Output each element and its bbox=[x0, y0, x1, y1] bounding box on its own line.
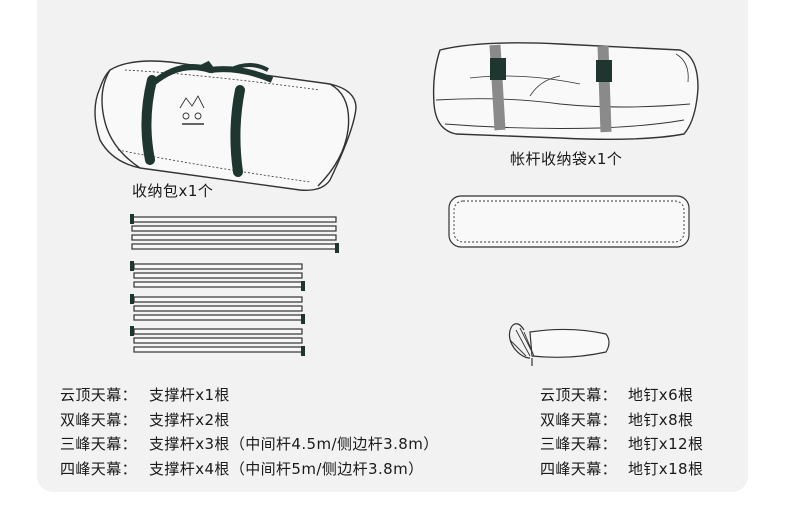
tent-type: 云顶天幕： bbox=[540, 386, 618, 404]
tent-type: 双峰天幕： bbox=[540, 410, 618, 429]
list-item: 云顶天幕： 支撑杆x1根 bbox=[60, 383, 439, 408]
tent-type: 四峰天幕： bbox=[540, 459, 618, 478]
pole-pouch-icon bbox=[448, 195, 690, 248]
stakes-list: 云顶天幕： 地钉x6根 双峰天幕： 地钉x8根 三峰天幕： 地钉x12根 四峰天幕： 地… bbox=[540, 383, 703, 481]
tent-poles-icon bbox=[130, 214, 339, 356]
tent-type: 云顶天幕： bbox=[60, 386, 138, 404]
pole-detail: 支撑杆x3根（中间杆4.5m/侧边杆3.8m） bbox=[149, 435, 439, 453]
stake-bag-icon bbox=[508, 323, 610, 366]
pole-detail: 支撑杆x4根（中间杆5m/侧边杆3.8m） bbox=[149, 459, 424, 478]
list-item: 三峰天幕： 地钉x12根 bbox=[540, 432, 703, 457]
stake-detail: 地钉x18根 bbox=[628, 459, 704, 478]
tent-type: 双峰天幕： bbox=[60, 410, 138, 429]
stake-detail: 地钉x6根 bbox=[628, 386, 694, 404]
list-item: 双峰天幕： 支撑杆x2根 bbox=[60, 408, 439, 433]
pole-bag-icon bbox=[432, 42, 699, 141]
list-item: 云顶天幕： 地钉x6根 bbox=[540, 383, 703, 408]
pole-bag-caption: 帐杆收纳袋x1个 bbox=[510, 150, 623, 168]
tent-type: 三峰天幕： bbox=[60, 435, 138, 453]
list-item: 四峰天幕： 支撑杆x4根（中间杆5m/侧边杆3.8m） bbox=[60, 457, 439, 482]
storage-bag-caption: 收纳包x1个 bbox=[132, 182, 214, 200]
storage-bag-icon bbox=[94, 60, 357, 191]
tent-type: 四峰天幕： bbox=[60, 459, 138, 478]
support-poles-list: 云顶天幕： 支撑杆x1根 双峰天幕： 支撑杆x2根 三峰天幕： 支撑杆x3根（中间杆4… bbox=[60, 383, 439, 481]
list-item: 双峰天幕： 地钉x8根 bbox=[540, 408, 703, 433]
tent-type: 三峰天幕： bbox=[540, 435, 618, 453]
stake-detail: 地钉x12根 bbox=[628, 435, 704, 453]
list-item: 三峰天幕： 支撑杆x3根（中间杆4.5m/侧边杆3.8m） bbox=[60, 432, 439, 457]
stake-detail: 地钉x8根 bbox=[628, 410, 694, 429]
list-item: 四峰天幕： 地钉x18根 bbox=[540, 457, 703, 482]
pole-detail: 支撑杆x2根 bbox=[149, 410, 230, 429]
pole-detail: 支撑杆x1根 bbox=[149, 386, 230, 404]
